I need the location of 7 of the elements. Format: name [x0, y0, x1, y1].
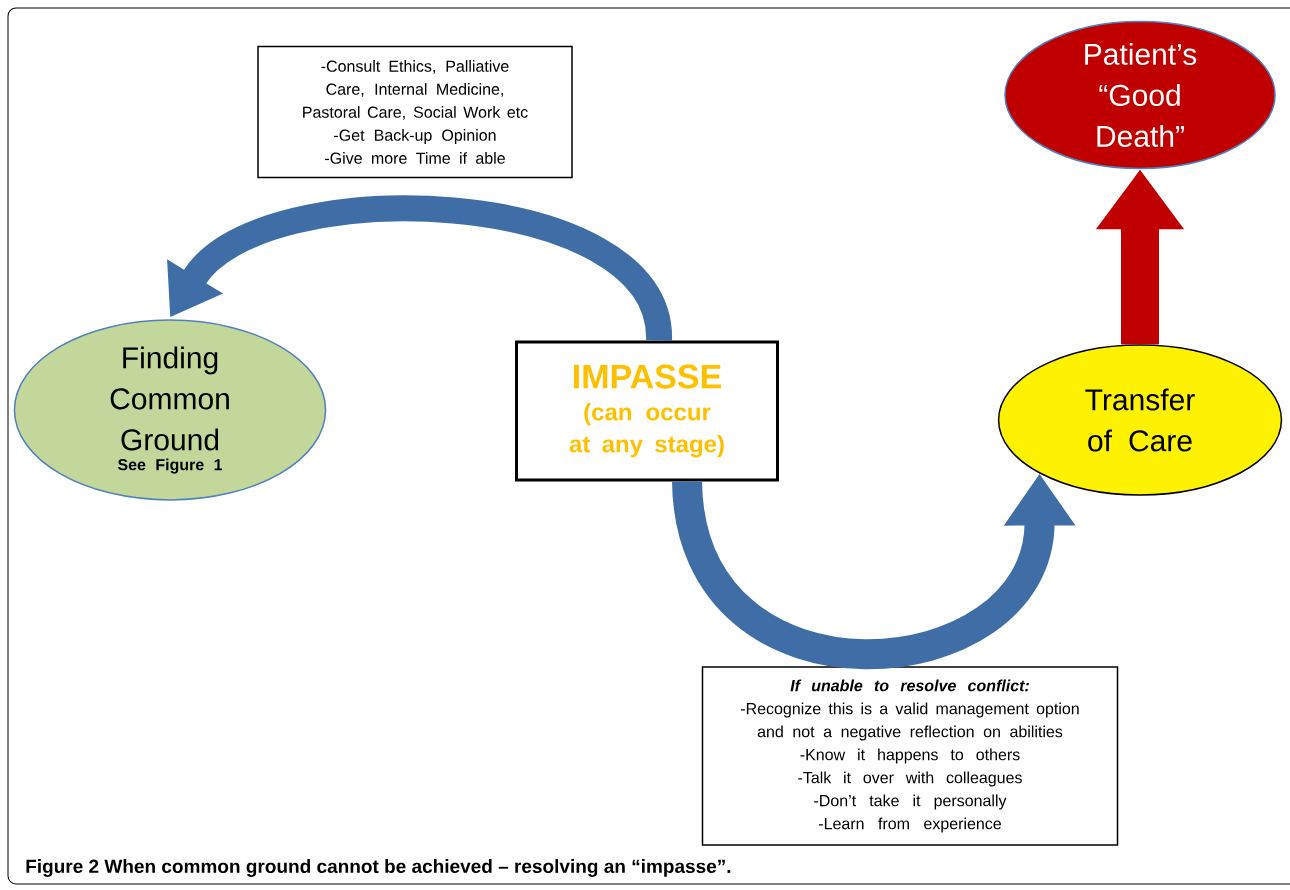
- caption: Figure 2 When common ground cannot be achieved – resolving an “impasse”.: [26, 859, 731, 877]
- note-box: If unable to resolve conflict: -Recognize this is a valid management option and not a negative reflection on abilities -Know it happens to others -Talk it over with colleagues -Don’t take it personally -Learn from experience: [701, 666, 1119, 846]
- ellipse-node: Finding Common Ground See Figure 1: [13, 319, 327, 501]
- impasse-box: IMPASSE (can occur at any stage): [515, 340, 779, 482]
- ellipse-node: Transfer of Care: [997, 344, 1283, 496]
- ellipse-node: Patient’s “Good Death”: [1004, 20, 1276, 170]
- note-box: -Consult Ethics, Palliative Care, Internal Medicine, Pastoral Care, Social Work etc -Get Back-up Opinion -Give more Time if able: [257, 45, 573, 179]
